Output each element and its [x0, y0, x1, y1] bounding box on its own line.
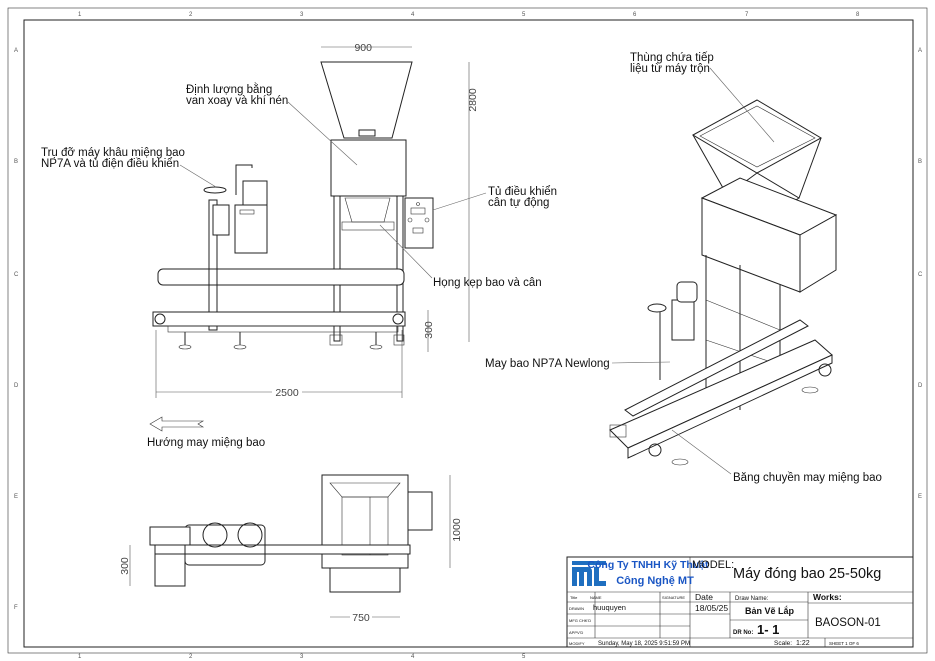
label-stand-1: Trụ đỡ máy khâu miệng bao: [41, 147, 185, 159]
model-value: Máy đóng bao 25-50kg: [733, 566, 881, 582]
company-name-1: Công Ty TNHH Kỹ Thuật: [587, 559, 709, 571]
row-d-right: D: [918, 383, 923, 389]
dim-2500: 2500: [275, 387, 299, 399]
col-1: 1: [78, 12, 82, 18]
dim-750: 750: [352, 612, 370, 624]
modify-value: Sunday, May 18, 2025 9:51:59 PM: [598, 641, 690, 647]
dim-2800: 2800: [467, 88, 479, 112]
draw-name-label: Draw Name:: [735, 596, 769, 602]
date-label: Date: [695, 592, 713, 602]
row-b: B: [14, 159, 18, 165]
col-2: 2: [189, 12, 193, 18]
label-clamp: Họng kẹp bao và cân: [433, 277, 542, 289]
col-2-bottom: 2: [189, 654, 193, 660]
dr-no-label: DR No:: [733, 630, 753, 636]
row-b-right: B: [918, 159, 922, 165]
row-f: F: [14, 605, 18, 611]
dim-1000: 1000: [451, 518, 463, 542]
col-5-bottom: 5: [522, 654, 526, 660]
col-4: 4: [411, 12, 415, 18]
label-cabinet-2: cân tự động: [488, 197, 549, 209]
iso-labels: Thùng chứa tiếp liệu từ máy trộn May bao…: [485, 52, 882, 484]
row-e-right: E: [918, 494, 922, 500]
company-name-2: Công Nghệ MT: [616, 575, 694, 587]
label-cabinet-1: Tủ điều khiển: [488, 186, 557, 198]
dim-300: 300: [423, 321, 435, 339]
row-a-right: A: [918, 48, 922, 54]
dim-plan-300: 300: [119, 557, 131, 575]
inner-frame: [23, 19, 914, 648]
col-3: 3: [300, 12, 304, 18]
outer-frame: [7, 7, 928, 654]
label-hopper-1: Thùng chứa tiếp: [630, 52, 714, 64]
company-logo: [572, 561, 606, 586]
model-label: MODEL:: [692, 559, 734, 571]
dim-900: 900: [354, 42, 372, 54]
front-labels: Định lượng bằng van xoay và khí nén Trụ …: [41, 83, 557, 449]
dr-no-value: 1- 1: [757, 622, 779, 637]
draw-name-value: Bản Vẽ Lắp: [745, 605, 795, 616]
row-c: C: [14, 272, 19, 278]
drawn-label: DRAWN: [569, 606, 584, 611]
plan-view: 300 1000 750: [119, 474, 463, 624]
mfg-label: MFG CHK'D: [569, 618, 591, 623]
label-stand-2: NP7A và tủ điện điều khiển: [41, 158, 179, 170]
zone-markers: 1 2 3 4 5 6 7 8 1 2 3 4 5 A B C D E F A …: [14, 12, 923, 660]
label-dosing-2: van xoay và khí nén: [186, 95, 288, 107]
title-block: Công Ty TNHH Kỹ Thuật Công Nghệ MT MODEL…: [566, 556, 914, 648]
works-value: BAOSON-01: [815, 617, 881, 629]
col-1-bottom: 1: [78, 654, 82, 660]
col-6: 6: [633, 12, 637, 18]
row-d: D: [14, 383, 19, 389]
name-col: NAME: [590, 595, 602, 600]
drawn-value: huuquyen: [593, 603, 626, 612]
col-7: 7: [745, 12, 749, 18]
label-conveyor: Băng chuyền may miệng bao: [733, 472, 882, 484]
col-3-bottom: 3: [300, 654, 304, 660]
col-4-bottom: 4: [411, 654, 415, 660]
label-sewing-machine: May bao NP7A Newlong: [485, 358, 610, 370]
signature-col: SIGNATURE: [662, 595, 685, 600]
label-dosing-1: Định lượng bằng: [186, 83, 272, 96]
row-a: A: [14, 48, 18, 54]
row-e: E: [14, 494, 18, 500]
col-8: 8: [856, 12, 860, 18]
label-sewing-direction: Hướng may miệng bao: [147, 437, 265, 449]
date-value: 18/05/25: [695, 603, 728, 613]
scale-label: Scale:: [774, 640, 792, 647]
col-5: 5: [522, 12, 526, 18]
sheet-number: SHEET 1 OF 6: [829, 641, 859, 646]
works-label: Works:: [813, 592, 842, 602]
scale-value: 1:22: [796, 640, 810, 647]
row-c-right: C: [918, 272, 923, 278]
modify-label: MODIFY: [569, 641, 585, 646]
label-hopper-2: liệu từ máy trộn: [630, 63, 710, 75]
appvd-label: APPV'D: [569, 630, 583, 635]
title-col: Title: [570, 595, 578, 600]
front-view: 900 2800 300 2500: [152, 42, 479, 399]
isometric-view: [609, 99, 838, 466]
